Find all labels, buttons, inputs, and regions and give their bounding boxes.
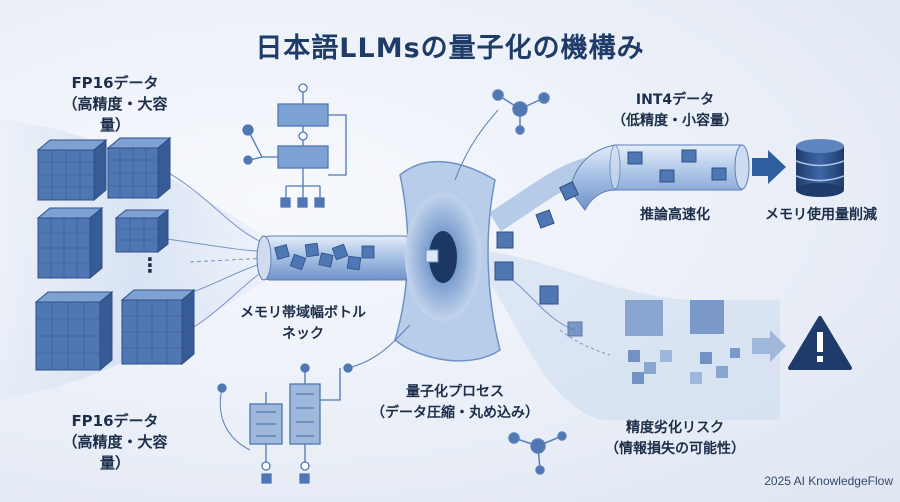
fp16-bottom-label: FP16データ （高精度・大容量） <box>55 411 175 474</box>
bottleneck-title: メモリ帯域幅ボトル <box>240 305 366 321</box>
diagram-title: 日本語LLMsの量子化の機構み <box>255 33 645 64</box>
fp16-cube-stack-4 <box>114 208 170 254</box>
arrow-icon <box>752 150 786 184</box>
warning-icon <box>788 316 852 370</box>
fp16-cube-stack-3 <box>36 206 104 280</box>
memory-label: メモリ使用量削減 <box>765 207 877 223</box>
process-subtitle: （データ圧縮・丸め込み） <box>371 405 539 421</box>
int4-title: INT4データ <box>635 92 715 108</box>
credit-text: 2025 AI KnowledgeFlow <box>764 474 893 488</box>
fp16-cube-stack-2 <box>106 136 172 200</box>
int4-label: INT4データ （低精度・小容量） <box>610 90 740 132</box>
fp16-cube-stack-5 <box>34 290 114 372</box>
risk-title: 精度劣化リスク <box>626 420 724 436</box>
quantization-funnel <box>394 160 501 362</box>
fp16-bottom-title: FP16データ <box>71 412 159 430</box>
degraded-data-blocks <box>625 300 740 384</box>
process-label: 量子化プロセス （データ圧縮・丸め込み） <box>365 382 545 424</box>
bottleneck-subtitle: ネック <box>282 326 324 342</box>
circuit-diagram-icon <box>242 83 347 208</box>
fp16-top-title: FP16データ <box>71 74 159 92</box>
fp16-cube-stack-6 <box>120 288 196 366</box>
int4-pipe <box>569 144 750 211</box>
molecule-icon <box>508 431 567 475</box>
bottleneck-pipe <box>256 235 413 281</box>
circuit-diagram-icon <box>217 363 353 484</box>
inference-label: 推論高速化 <box>640 207 710 223</box>
fp16-top-subtitle: （高精度・大容量） <box>62 95 168 134</box>
fp16-bottom-subtitle: （高精度・大容量） <box>62 433 168 472</box>
int4-subtitle: （低精度・小容量） <box>612 113 738 129</box>
risk-subtitle: （情報損失の可能性） <box>605 441 745 457</box>
molecule-icon <box>492 89 550 135</box>
fp16-top-label: FP16データ （高精度・大容量） <box>55 73 175 136</box>
process-title: 量子化プロセス <box>406 384 504 400</box>
risk-label: 精度劣化リスク （情報損失の可能性） <box>590 418 760 460</box>
fp16-cube-stack-1 <box>36 138 108 202</box>
ellipsis-marker: ⋮ <box>140 253 160 277</box>
database-icon <box>795 139 845 197</box>
bottleneck-label: メモリ帯域幅ボトル ネック <box>228 303 378 345</box>
